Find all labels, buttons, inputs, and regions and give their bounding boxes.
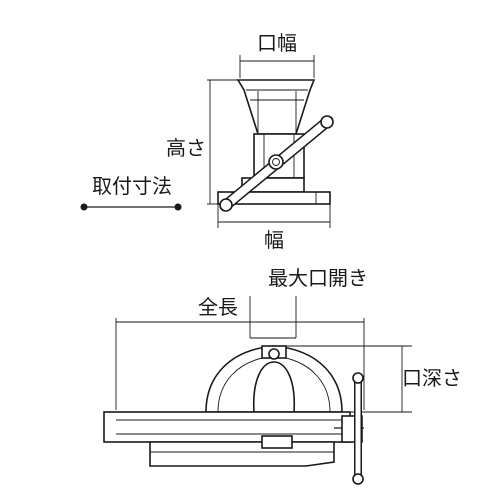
- jaw-pin: [268, 348, 280, 360]
- handle-knob-top: [352, 372, 364, 384]
- jaw-depth-label: 口深さ: [402, 366, 462, 390]
- side-base: [149, 441, 335, 467]
- overall-length-label: 全長: [198, 295, 238, 319]
- front-view: 口幅 高さ 幅: [166, 31, 334, 252]
- base-block: [261, 435, 293, 449]
- handle-knob-bottom: [352, 473, 364, 485]
- height-label: 高さ: [166, 136, 206, 160]
- mounting-dim-label: 取付寸法: [92, 174, 172, 198]
- side-view: 最大口開き 全長 口深さ: [103, 266, 462, 485]
- jaw-plates: [236, 79, 316, 135]
- slide-rail: [103, 411, 351, 443]
- jaw-width-label: 口幅: [257, 31, 297, 55]
- mounting-hole-right: [174, 203, 182, 211]
- center-jaw: [252, 361, 296, 413]
- mounting-dim-legend: 取付寸法: [80, 174, 182, 211]
- mounting-hole-left: [80, 203, 88, 211]
- vise-handle: [219, 115, 334, 212]
- width-label: 幅: [264, 228, 284, 252]
- max-jaw-opening-label: 最大口開き: [268, 266, 368, 290]
